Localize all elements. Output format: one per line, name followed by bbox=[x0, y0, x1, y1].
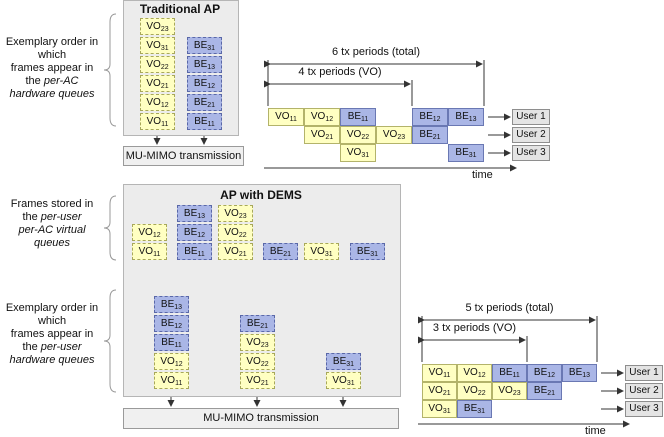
be-frame: BE21 bbox=[263, 243, 298, 260]
be-frame: BE31 bbox=[326, 353, 361, 370]
traditional-brace bbox=[103, 13, 117, 127]
timeline1-user-box: User 3 bbox=[512, 145, 550, 161]
timeline1-tx-frame: BE11 bbox=[340, 108, 376, 126]
timeline1-tx-frame: VO21 bbox=[304, 126, 340, 144]
timeline2-tx-frame: VO21 bbox=[422, 382, 457, 400]
be-frame: BE21 bbox=[187, 94, 222, 111]
dems-order-text-line: per-user bbox=[40, 341, 82, 353]
timeline1-tx-frame: BE21 bbox=[412, 126, 448, 144]
timeline2-user-box: User 2 bbox=[625, 383, 663, 399]
vo-frame: VO12 bbox=[154, 353, 189, 370]
dems-stored-text-line: per-AC virtual bbox=[18, 224, 86, 236]
dems-stored-text-line: the bbox=[22, 211, 41, 223]
vo-frame: VO22 bbox=[240, 353, 275, 370]
be-frame: BE13 bbox=[177, 205, 212, 222]
traditional-ap-title: Traditional AP bbox=[139, 2, 221, 16]
vo-frame: VO22 bbox=[218, 224, 253, 241]
timeline1-user-box: User 2 bbox=[512, 127, 550, 143]
timeline1-total-label: 6 tx periods (total) bbox=[331, 46, 421, 58]
vo-frame: VO23 bbox=[140, 18, 175, 35]
dems-stored-brace bbox=[103, 195, 117, 261]
timeline1-tx-frame: BE13 bbox=[448, 108, 484, 126]
timeline2-user-box: User 1 bbox=[625, 365, 663, 381]
timeline2-tx-frame: VO31 bbox=[422, 400, 457, 418]
dems-order-text-line: the bbox=[22, 341, 41, 353]
timeline1-tx-frame: VO23 bbox=[376, 126, 412, 144]
vo-frame: VO23 bbox=[218, 205, 253, 222]
vo-frame: VO31 bbox=[140, 37, 175, 54]
be-frame: BE13 bbox=[154, 296, 189, 313]
dems-stored-text-line: queues bbox=[33, 237, 71, 249]
timeline1-vo-label: 4 tx periods (VO) bbox=[298, 66, 382, 78]
dems-stored-text-line: per-user bbox=[40, 211, 82, 223]
timeline2-vo-label: 3 tx periods (VO) bbox=[432, 322, 517, 334]
dems-title: AP with DEMS bbox=[220, 188, 302, 202]
timeline2-tx-frame: VO11 bbox=[422, 364, 457, 382]
timeline1-tx-frame: BE12 bbox=[412, 108, 448, 126]
timeline2-tx-frame: BE31 bbox=[457, 400, 492, 418]
timeline2-tx-frame: VO22 bbox=[457, 382, 492, 400]
be-frame: BE12 bbox=[187, 75, 222, 92]
vo-frame: VO21 bbox=[240, 372, 275, 389]
dems-order-text-line: frames appear in bbox=[10, 328, 94, 340]
vo-frame: VO11 bbox=[140, 113, 175, 130]
timeline1-time-label: time bbox=[472, 169, 493, 181]
traditional-order-text-line: Exemplary order in bbox=[5, 36, 99, 48]
vo-frame: VO31 bbox=[304, 243, 339, 260]
dems-order-text-line: Exemplary order in bbox=[5, 302, 99, 314]
timeline1-user-box: User 1 bbox=[512, 109, 550, 125]
vo-frame: VO12 bbox=[132, 224, 167, 241]
traditional-order-text-line: the bbox=[25, 75, 44, 87]
vo-frame: VO11 bbox=[132, 243, 167, 260]
timeline2-tx-frame: BE13 bbox=[562, 364, 597, 382]
timeline1-tx-frame: VO11 bbox=[268, 108, 304, 126]
mu-mimo-transmission-box: MU-MIMO transmission bbox=[123, 146, 244, 166]
timeline2-tx-frame: VO12 bbox=[457, 364, 492, 382]
be-frame: BE13 bbox=[187, 56, 222, 73]
timeline2-total-label: 5 tx periods (total) bbox=[465, 302, 554, 314]
traditional-order-text-line: hardware queues bbox=[9, 88, 95, 100]
vo-frame: VO31 bbox=[326, 372, 361, 389]
dems-order-text-line: which bbox=[37, 315, 67, 327]
timeline1-tx-frame: VO22 bbox=[340, 126, 376, 144]
traditional-order-text-line: per-AC bbox=[43, 75, 79, 87]
be-frame: BE12 bbox=[177, 224, 212, 241]
be-frame: BE11 bbox=[154, 334, 189, 351]
dems-order-text-line: hardware queues bbox=[9, 354, 95, 366]
timeline1-tx-frame: VO31 bbox=[340, 144, 376, 162]
vo-frame: VO23 bbox=[240, 334, 275, 351]
vo-frame: VO21 bbox=[140, 75, 175, 92]
traditional-order-text-line: which bbox=[37, 49, 67, 61]
vo-frame: VO11 bbox=[154, 372, 189, 389]
timeline2-tx-frame: VO23 bbox=[492, 382, 527, 400]
be-frame: BE11 bbox=[187, 113, 222, 130]
timeline1-tx-frame: VO12 bbox=[304, 108, 340, 126]
vo-frame: VO22 bbox=[140, 56, 175, 73]
vo-frame: VO12 bbox=[140, 94, 175, 111]
be-frame: BE31 bbox=[187, 37, 222, 54]
timeline2-user-box: User 3 bbox=[625, 401, 663, 417]
timeline1-tx-frame: BE31 bbox=[448, 144, 484, 162]
be-frame: BE31 bbox=[350, 243, 385, 260]
be-frame: BE11 bbox=[177, 243, 212, 260]
dems-order-brace bbox=[103, 289, 117, 393]
vo-frame: VO21 bbox=[218, 243, 253, 260]
dems-stored-text-line: Frames stored in bbox=[10, 198, 94, 210]
timeline2-tx-frame: BE21 bbox=[527, 382, 562, 400]
be-frame: BE21 bbox=[240, 315, 275, 332]
be-frame: BE12 bbox=[154, 315, 189, 332]
timeline2-tx-frame: BE12 bbox=[527, 364, 562, 382]
traditional-order-text-line: frames appear in bbox=[10, 62, 94, 74]
mu-mimo-transmission-box: MU-MIMO transmission bbox=[123, 408, 399, 429]
timeline2-time-label: time bbox=[585, 425, 606, 437]
timeline2-tx-frame: BE11 bbox=[492, 364, 527, 382]
